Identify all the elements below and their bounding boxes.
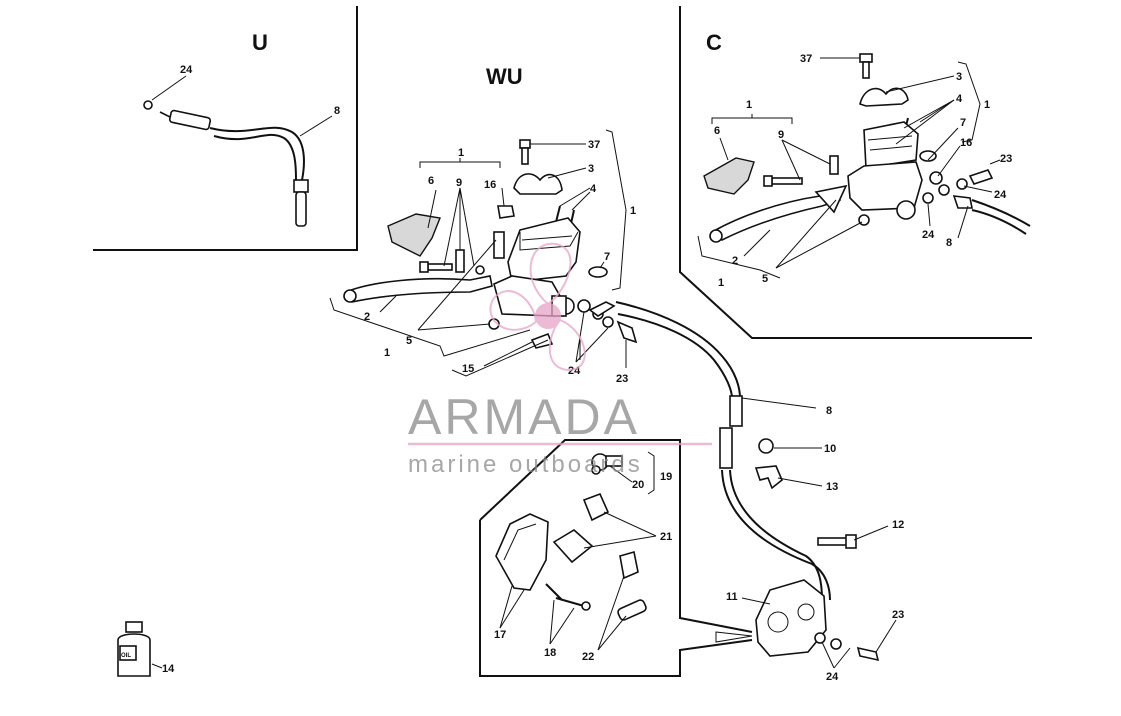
- wu-clip-13: [754, 465, 783, 490]
- wu-caliper-11: [755, 579, 827, 657]
- kit-part-22: 22: [582, 651, 594, 663]
- c-master-cylinder: [847, 121, 923, 220]
- c-part-8: 8: [946, 237, 952, 249]
- kit-clip-21b: [552, 529, 594, 564]
- wu-lever-2: [343, 275, 493, 303]
- wu-bolt-12: [817, 534, 857, 549]
- c-bolt-9: [763, 155, 848, 214]
- kit-part-19: 19: [660, 471, 672, 483]
- c-part-2: 2: [732, 255, 738, 267]
- c-part-7: 7: [960, 117, 966, 129]
- kit-part-20: 20: [632, 479, 644, 491]
- watermark-tagline: marine outboards: [408, 451, 643, 478]
- c-part-1-top: 1: [746, 99, 752, 111]
- kit-part-17: 17: [494, 629, 506, 641]
- kit-pads-17: [495, 513, 549, 591]
- c-part-9: 9: [778, 129, 784, 141]
- c-part-37: 37: [800, 53, 812, 65]
- wu-part-1-right: 1: [630, 205, 636, 217]
- c-part-24-bottom: 24: [922, 229, 935, 241]
- c-hose-8: [952, 195, 1031, 235]
- frame-lines: [93, 6, 1032, 677]
- wu-part-1-top: 1: [458, 147, 464, 159]
- variant-u-label: U: [252, 30, 268, 55]
- wu-part-23: 23: [616, 373, 628, 385]
- c-part-4: 4: [956, 93, 963, 105]
- wu-part-1-left: 1: [384, 347, 390, 359]
- c-part-23: 23: [1000, 153, 1012, 165]
- wu-master-cylinder: [493, 217, 581, 317]
- wu-part-5: 5: [406, 335, 412, 347]
- oil-bottle-label: OIL: [121, 653, 131, 659]
- kit-clip-21a: [582, 492, 610, 522]
- wu-part-15: 15: [462, 363, 474, 375]
- wu-part-12: 12: [892, 519, 904, 531]
- wu-clamp-3: [513, 173, 563, 195]
- kit-boot-22: [619, 550, 639, 580]
- kit-part-21: 21: [660, 531, 672, 543]
- c-part-6: 6: [714, 125, 720, 137]
- c-guard-6: [703, 157, 755, 195]
- c-part-1-bottom: 1: [718, 277, 724, 289]
- wu-part-4: 4: [590, 183, 597, 195]
- wu-nut-10: [758, 438, 774, 454]
- wu-part-10: 10: [824, 443, 836, 455]
- kit-part-18: 18: [544, 647, 556, 659]
- wu-bolt-37: [519, 139, 531, 165]
- wu-bolt-9: [419, 249, 485, 275]
- wu-hose-8: [588, 301, 831, 601]
- kit-bushing-22: [617, 599, 647, 621]
- wu-part-9: 9: [456, 177, 462, 189]
- watermark-brand: ARMADA: [408, 389, 640, 445]
- variant-c: C: [697, 30, 1031, 289]
- kit-bleeder-20: [591, 453, 623, 475]
- wu-part-13: 13: [826, 481, 838, 493]
- c-clamp-3: [859, 87, 909, 107]
- kit-pin-18b: [555, 597, 585, 607]
- wu-part-24-caliper: 24: [826, 671, 839, 683]
- c-part-1-right: 1: [984, 99, 990, 111]
- wu-part-7: 7: [604, 251, 610, 263]
- variant-c-label: C: [706, 30, 722, 55]
- watermark-logo: [489, 242, 586, 372]
- wu-part-6: 6: [428, 175, 434, 187]
- wu-part-16: 16: [484, 179, 496, 191]
- u-part-8: 8: [334, 105, 340, 117]
- oil-bottle: OIL 14: [117, 621, 175, 677]
- variant-u: U 24 8: [143, 30, 340, 227]
- kit-pin-18a: [545, 583, 563, 601]
- watermark: ARMADA marine outboards: [408, 242, 712, 478]
- variant-wu-label: WU: [486, 64, 523, 89]
- c-part-5: 5: [762, 273, 768, 285]
- wu-cap-7: [588, 266, 608, 278]
- c-part-3: 3: [956, 71, 962, 83]
- caliper-kit: 19 20 21 17 18 22: [494, 451, 672, 663]
- wu-part-2: 2: [364, 311, 370, 323]
- c-bolt-37: [859, 53, 873, 79]
- wu-part-37: 37: [588, 139, 600, 151]
- wu-part-23-caliper: 23: [892, 609, 904, 621]
- wu-part-3: 3: [588, 163, 594, 175]
- wu-part-11: 11: [726, 591, 738, 603]
- c-part-16: 16: [960, 137, 972, 149]
- wu-part-8: 8: [826, 405, 832, 417]
- variant-wu: WU: [329, 64, 904, 683]
- wu-guard-6: [387, 213, 441, 257]
- c-cap-7: [919, 150, 937, 162]
- c-lever-2: [709, 188, 842, 243]
- c-part-24-right: 24: [994, 189, 1007, 201]
- part-14: 14: [162, 663, 175, 675]
- u-hose: [143, 100, 309, 227]
- u-part-24: 24: [180, 64, 193, 76]
